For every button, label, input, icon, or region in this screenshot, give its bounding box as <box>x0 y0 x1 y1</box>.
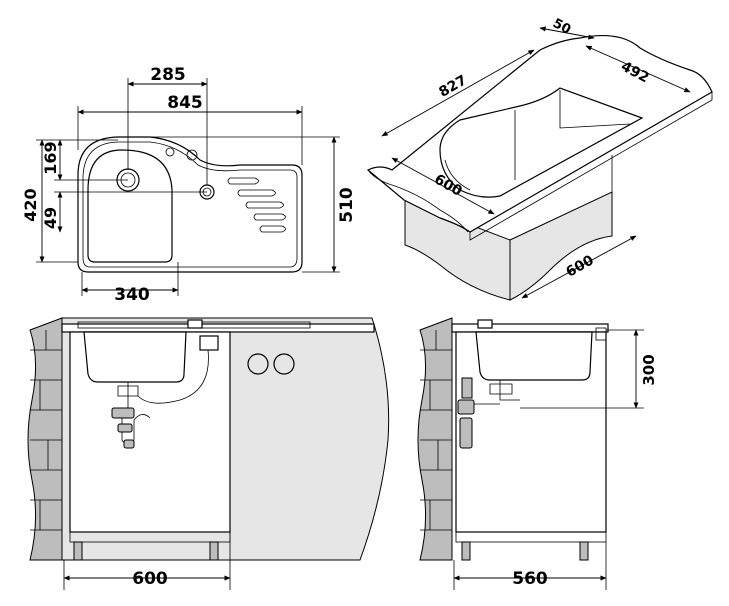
dim-front-cabinet-width: 600 <box>132 569 168 589</box>
dim-drain-offset: 285 <box>150 65 186 85</box>
dim-bowl-width: 340 <box>114 285 150 305</box>
iso-view: 827 50 492 600 600 <box>366 16 713 301</box>
drainer-grooves <box>227 177 286 233</box>
dim-bowl-depth: 300 <box>640 354 658 385</box>
countertop-side <box>451 323 609 333</box>
top-view: 845 285 510 420 169 49 340 <box>21 65 357 305</box>
bowl-front <box>83 331 187 383</box>
dim-bowl-height: 420 <box>21 188 40 221</box>
bowl-side <box>475 331 593 381</box>
bowl <box>87 149 173 263</box>
dim-side-cabinet-depth: 560 <box>512 569 548 589</box>
front-view: 600 <box>27 317 390 590</box>
dim-side-offset: 49 <box>41 207 60 229</box>
dim-depth-overall: 510 <box>337 187 357 223</box>
dim-iso-cabinet-depth: 600 <box>563 252 597 281</box>
socket-icon <box>247 353 269 375</box>
tap-hole-icon <box>165 147 175 157</box>
dim-iso-edge: 50 <box>550 16 573 38</box>
brick-wall <box>27 317 63 561</box>
dim-iso-length: 827 <box>436 72 469 100</box>
sink-outline <box>77 136 303 273</box>
dim-width-overall: 845 <box>167 93 203 113</box>
side-view: 300 560 <box>417 317 658 590</box>
dim-top-offset: 169 <box>41 141 60 174</box>
